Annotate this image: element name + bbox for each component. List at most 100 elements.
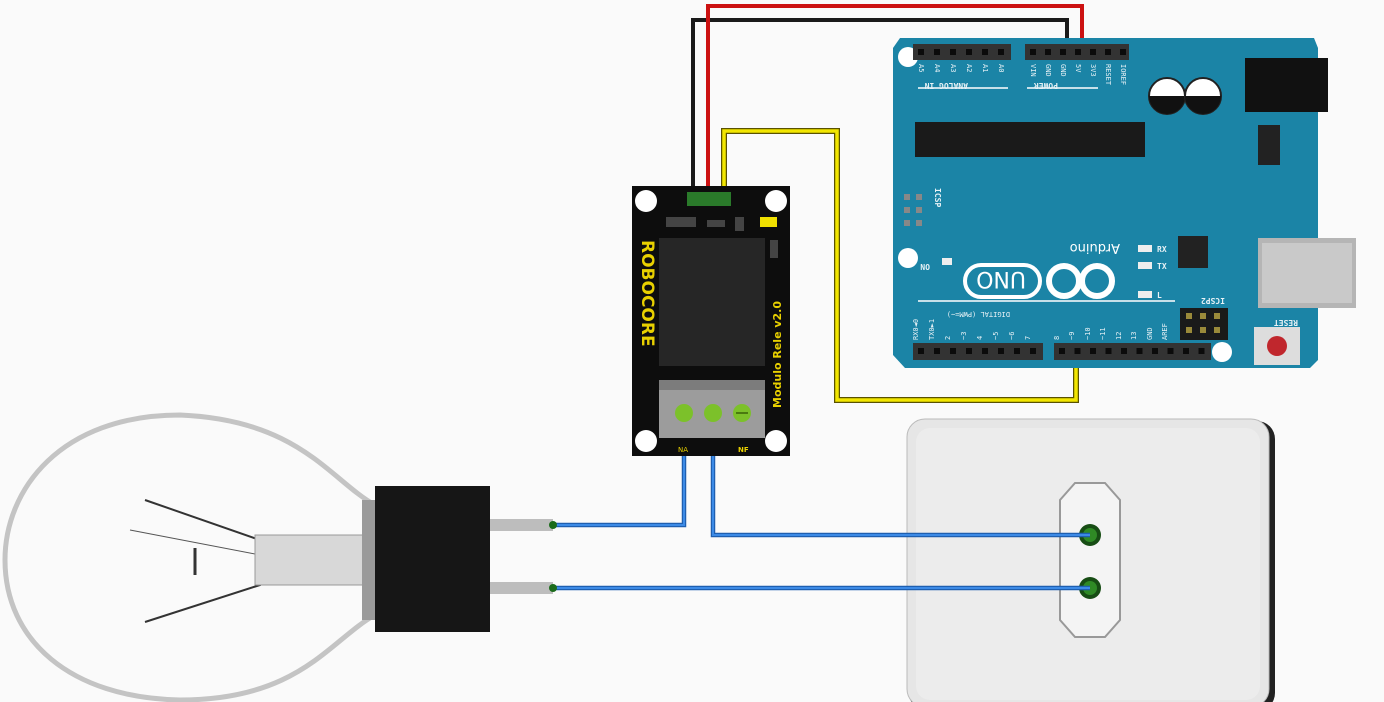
power-pin-label: VIN [1029,64,1037,77]
header-pin [966,49,972,55]
tx-label: TX [1157,262,1167,271]
header-pin [1030,348,1036,354]
power-pin-label: 5V [1074,64,1082,73]
icsp-label: ICSP [933,188,942,207]
digital-label: DIGITAL (PWM=~) [947,310,1010,318]
icsp2-pin [1186,313,1192,319]
digital-pin-label: ~3 [960,332,968,340]
header-pin [982,49,988,55]
wire-gnd [691,18,1069,192]
digital-pin-label: ~6 [1008,332,1016,340]
wall-socket [906,418,1275,702]
analog-pin-label: A1 [981,64,989,72]
icsp2-pin [1200,327,1206,333]
analog-pin-label: A0 [997,64,1005,72]
header-pin [1120,49,1126,55]
icsp-pin [904,207,910,213]
arduino-brand: Arduino [1070,240,1120,255]
header-pin [918,49,924,55]
uno-label: UNO [976,266,1026,291]
icsp2-pin [1200,313,1206,319]
digital-pin-label: 2 [944,336,952,340]
power-jack [1245,58,1328,112]
header-pin [1105,49,1111,55]
terminal-nf-label: NF [738,446,749,454]
header-pin [1167,348,1174,354]
icsp2-pin [1214,327,1220,333]
header-pin [966,348,972,354]
digital-pin-label: 8 [1053,336,1061,340]
icsp2-pin [1186,327,1192,333]
header-pin [1075,49,1081,55]
power-pin-label: GND [1044,64,1052,77]
header-pin [1045,49,1051,55]
digital-pin-label: ~11 [1099,327,1107,340]
header-pin [1136,348,1143,354]
digital-pin-label: ~10 [1084,327,1092,340]
header-pin [1090,49,1096,55]
header-pin [1014,348,1020,354]
analog-pin-label: A3 [949,64,957,72]
on-label: ON [920,262,930,271]
header-pin [950,49,956,55]
status-leds [1138,245,1152,298]
icsp2-pin [1214,313,1220,319]
wire-5v [706,4,1084,192]
bulb-socket-base [375,486,490,632]
icsp-pin [916,220,922,226]
analog-pin-label: A4 [933,64,941,72]
header-pin [1074,348,1081,354]
digital-pin-label: ~9 [1068,332,1076,340]
header-pin [950,348,956,354]
relay-brand: ROBOCORE [637,240,657,347]
icsp-pin [916,194,922,200]
icsp-pin [916,207,922,213]
power-label: POWER [1034,81,1058,90]
header-pin [1152,348,1158,354]
header-pin [934,49,940,55]
digital-pin-label: ~5 [992,332,1000,340]
analog-pin-label: A2 [965,64,973,72]
header-pin [934,348,940,354]
header-pin [1198,348,1205,354]
relay-module: ROBOCORE Modulo Rele v2.0 NA NF [632,186,790,456]
rx-label: RX [1157,245,1167,254]
analog-pin-label: A5 [917,64,925,72]
header-pin [1060,49,1066,55]
power-pin-label: IOREF [1119,64,1127,85]
reset-label: RESET [1274,318,1298,327]
icsp-pin [904,194,910,200]
power-pin-label: 3V3 [1089,64,1097,77]
header-pin [998,49,1004,55]
digital-pin-label: GND [1146,327,1154,340]
atmega-chip [915,122,1145,157]
header-pin [982,348,988,354]
power-pin-label: GND [1059,64,1067,77]
analog-in-label: ANALOG IN [924,81,968,90]
relay-name: Modulo Rele v2.0 [771,301,784,408]
header-pin [1105,348,1112,354]
light-bulb [2,412,553,702]
l-label: L [1157,291,1162,300]
digital-pin-label: 7 [1024,336,1032,340]
header-pin [998,348,1004,354]
power-pin-label: RESET [1104,64,1112,86]
digital-pin-label: AREF [1161,323,1169,340]
header-pin [1183,348,1189,354]
digital-pin-label: RX0◄0 [912,319,920,340]
header-pin [918,348,924,354]
header-pin [1059,348,1065,354]
relay-coil [659,238,765,366]
icsp-pin [904,220,910,226]
icsp2-label: ICSP2 [1201,296,1225,305]
digital-pin-label: 12 [1115,332,1123,340]
header-pin [1121,348,1127,354]
header-pin [1090,348,1096,354]
digital-pin-label: 4 [976,336,984,340]
terminal-na-label: NA [678,446,688,454]
digital-pin-label: TX0►1 [928,319,936,340]
digital-pin-label: 13 [1130,332,1138,340]
